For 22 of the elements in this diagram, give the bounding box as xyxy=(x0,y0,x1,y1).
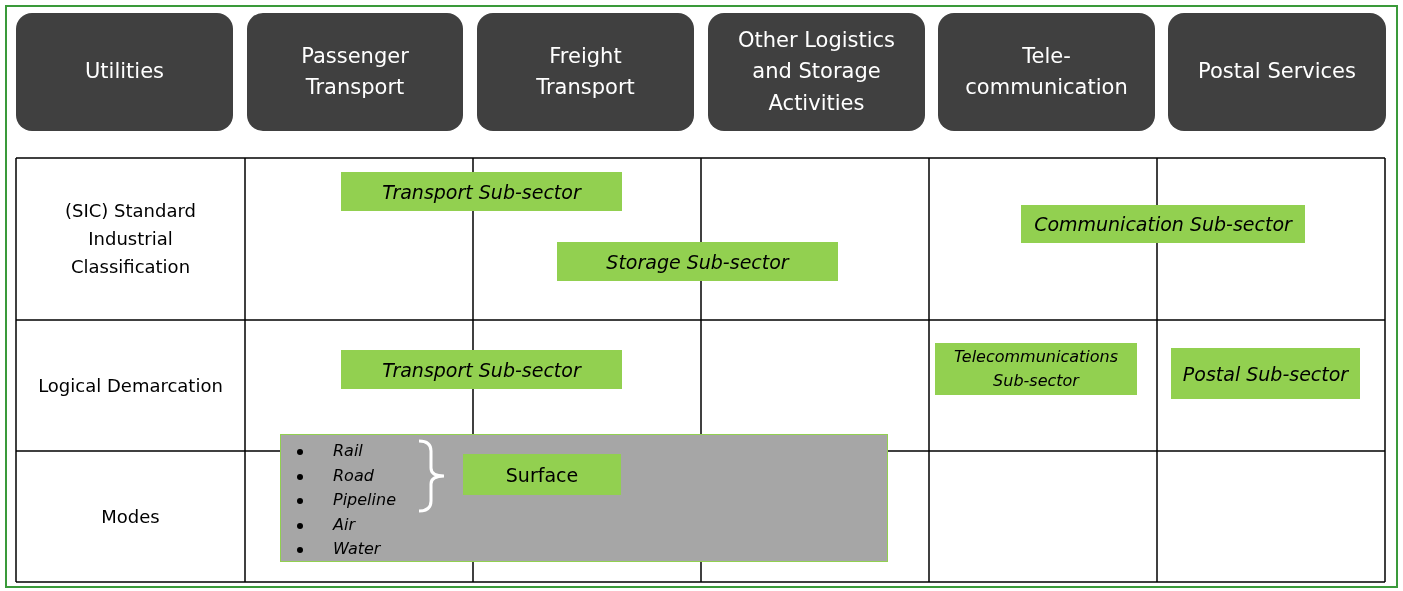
category-header: Utilities xyxy=(16,13,233,131)
list-item: Water xyxy=(332,539,381,558)
sub-sector-box: Transport Sub-sector xyxy=(341,350,622,389)
list-item: Pipeline xyxy=(332,490,396,509)
sub-sector-box: Communication Sub-sector xyxy=(1021,205,1305,243)
category-header: Postal Services xyxy=(1168,13,1386,131)
list-item: Road xyxy=(332,465,374,485)
category-header: Tele- communication xyxy=(938,13,1155,131)
sub-sector-box: Telecommunications Sub-sector xyxy=(935,343,1137,395)
sub-sector-box: Transport Sub-sector xyxy=(341,172,622,211)
sub-sector-box: Postal Sub-sector xyxy=(1171,348,1360,399)
surface-box: Surface xyxy=(463,454,621,495)
category-header: Other Logistics and Storage Activities xyxy=(708,13,925,131)
row-label: Logical Demarcation xyxy=(37,373,224,398)
sub-sector-box: Storage Sub-sector xyxy=(557,242,838,281)
modes-panel xyxy=(280,434,888,562)
list-item: Air xyxy=(331,514,355,534)
row-label: (SIC) Standard Industrial Classification xyxy=(64,199,197,279)
row-label: Modes xyxy=(100,504,161,529)
category-header: Freight Transport xyxy=(477,13,694,131)
category-header: Passenger Transport xyxy=(247,13,463,131)
list-item: Rail xyxy=(332,441,363,460)
